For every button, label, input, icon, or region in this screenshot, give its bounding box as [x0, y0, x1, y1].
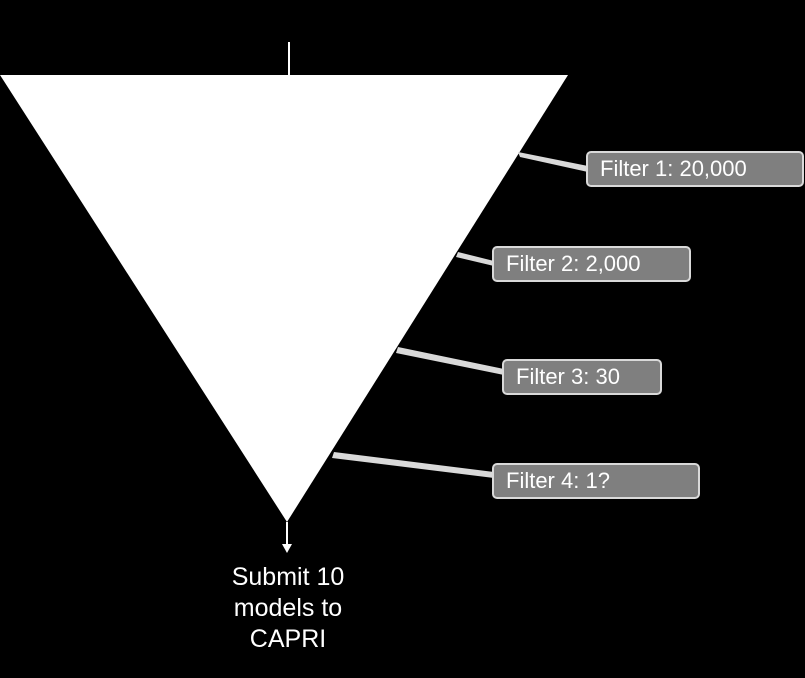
- result-line-3: CAPRI: [249, 625, 327, 653]
- result-line-1: Submit 10: [231, 563, 345, 591]
- result-text: Submit 10 models to CAPRI: [188, 562, 388, 655]
- connector-filter-3: [396, 347, 504, 375]
- funnel-triangle: [0, 75, 568, 522]
- connector-filter-2: [456, 252, 494, 266]
- filter-2-label: Filter 2: 2,000: [492, 246, 691, 282]
- filter-1-label: Filter 1: 20,000: [586, 151, 804, 187]
- result-line-2: models to: [233, 594, 343, 622]
- filter-4-label: Filter 4: 1?: [492, 463, 700, 499]
- connector-filter-1: [518, 152, 588, 172]
- filter-3-label: Filter 3: 30: [502, 359, 662, 395]
- output-arrow-head: [282, 544, 292, 553]
- connector-filter-4: [332, 452, 494, 478]
